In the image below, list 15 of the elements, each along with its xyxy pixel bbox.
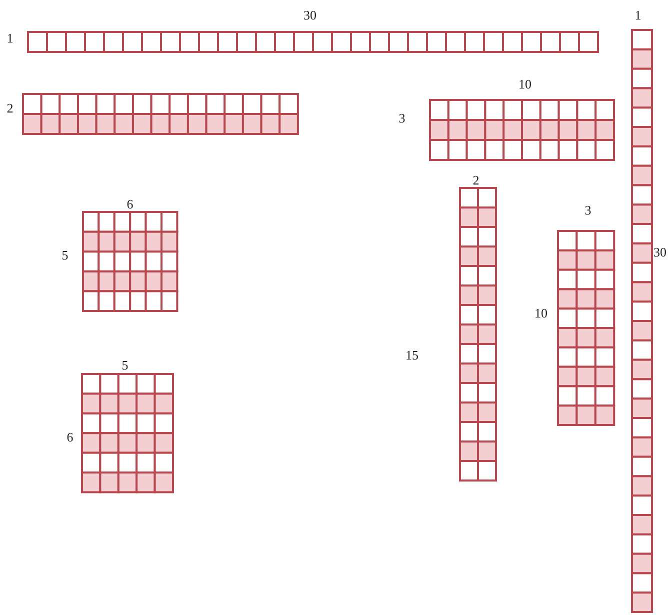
dimension-label: 30 xyxy=(304,8,316,22)
dimension-label: 2 xyxy=(6,102,14,114)
dimension-label: 5 xyxy=(62,248,68,262)
dimension-label: 1 xyxy=(634,8,642,22)
dimension-label: 10 xyxy=(534,306,548,320)
dimension-label: 1 xyxy=(6,32,14,44)
dimension-label: 30 xyxy=(654,246,666,258)
dimension-label: 6 xyxy=(126,198,134,210)
dimension-label: 6 xyxy=(66,430,74,444)
dimension-label: 3 xyxy=(584,204,592,216)
dimension-label: 2 xyxy=(472,174,480,186)
dimension-label: 5 xyxy=(122,358,128,372)
dimension-label: 10 xyxy=(518,78,532,90)
dimension-label: 3 xyxy=(398,112,406,124)
dimension-label: 15 xyxy=(406,348,418,362)
